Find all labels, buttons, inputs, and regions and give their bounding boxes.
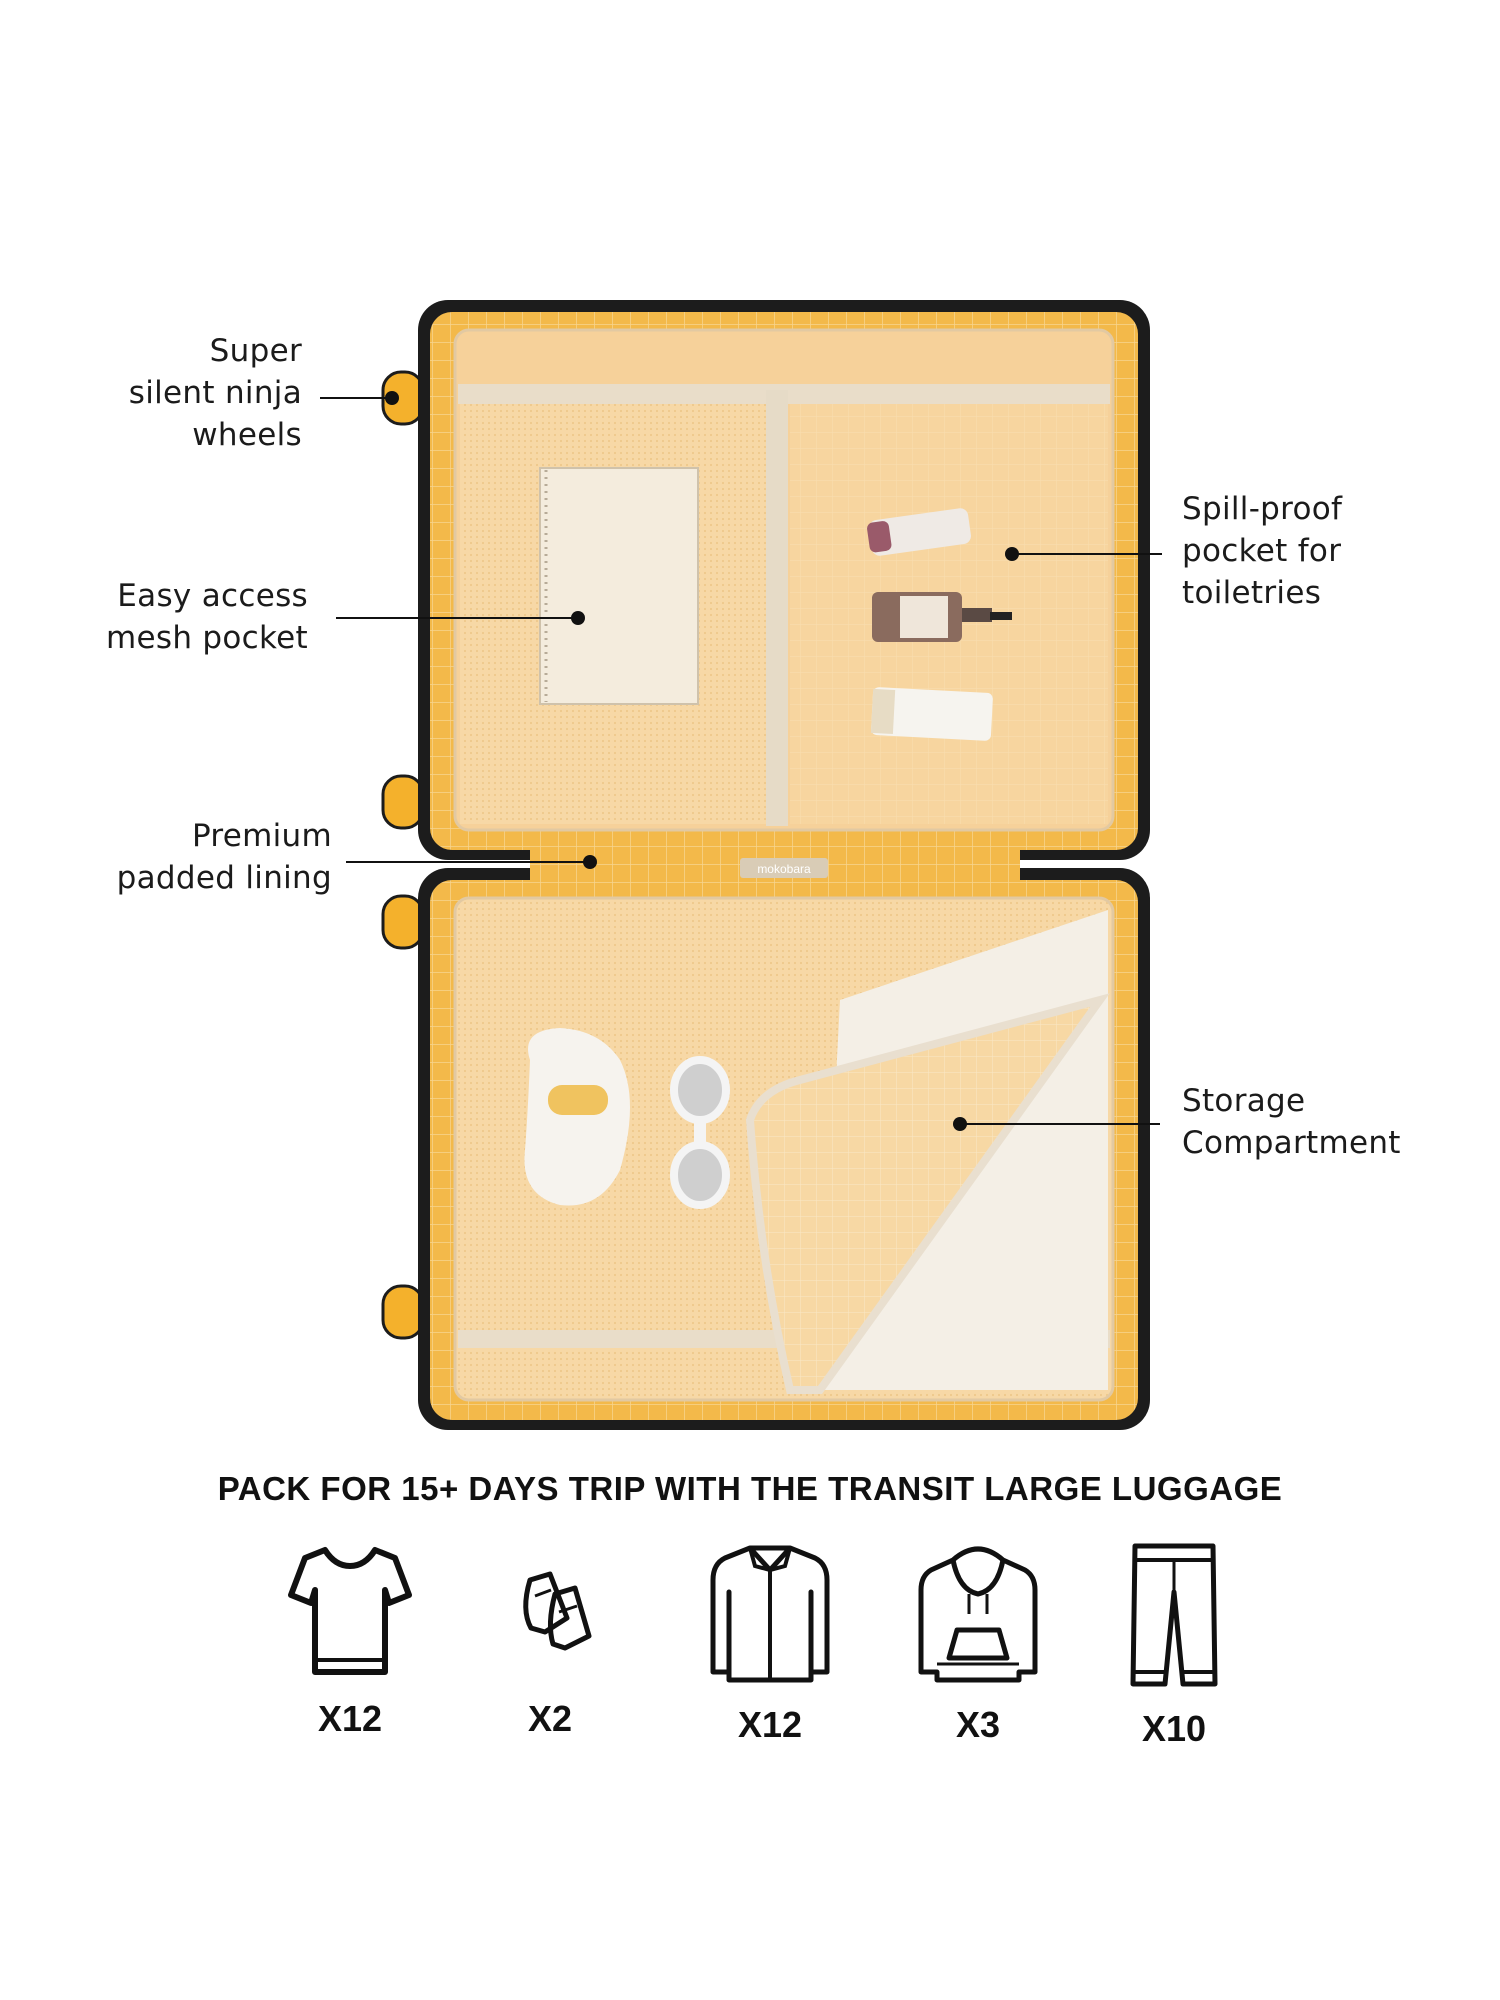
storage-flap-icon xyxy=(745,910,1110,1394)
tshirt-icon xyxy=(288,1547,412,1675)
packing-item-shoes: X2 xyxy=(470,1540,630,1740)
sunglasses-icon xyxy=(670,1056,730,1209)
packing-headline: PACK FOR 15+ DAYS TRIP WITH THE TRANSIT … xyxy=(217,1470,1283,1507)
callout-wheels: Super silent ninja wheels xyxy=(128,333,302,453)
eye-mask-icon xyxy=(524,1028,630,1206)
packing-item-tshirt: X12 xyxy=(270,1540,430,1740)
packing-item-pants: X10 xyxy=(1094,1540,1254,1750)
packing-item-hoodie: X3 xyxy=(898,1540,1058,1746)
toiletries-icon xyxy=(867,508,1012,741)
callout-storage-compartment: Storage Compartment xyxy=(1182,1083,1401,1161)
count-shirt: X12 xyxy=(737,1704,803,1745)
hoodie-icon xyxy=(918,1546,1038,1683)
count-shoes: X2 xyxy=(527,1698,573,1739)
count-hoodie: X3 xyxy=(955,1704,1001,1745)
callout-padded-lining: Premium padded lining xyxy=(116,818,332,896)
callout-spill-proof-pocket: Spill-proof pocket for toiletries xyxy=(1182,491,1343,611)
packing-item-shirt: X12 xyxy=(690,1540,850,1746)
shoes-icon xyxy=(523,1571,592,1651)
brand-tag: mokobara xyxy=(757,862,811,876)
wheel-icon xyxy=(381,370,425,1340)
count-pants: X10 xyxy=(1141,1708,1207,1749)
notebook-icon xyxy=(539,467,699,705)
pants-icon xyxy=(1130,1543,1218,1687)
shirt-icon xyxy=(710,1545,830,1683)
count-tshirt: X12 xyxy=(317,1698,383,1739)
callout-mesh-pocket: Easy access mesh pocket xyxy=(106,578,308,656)
